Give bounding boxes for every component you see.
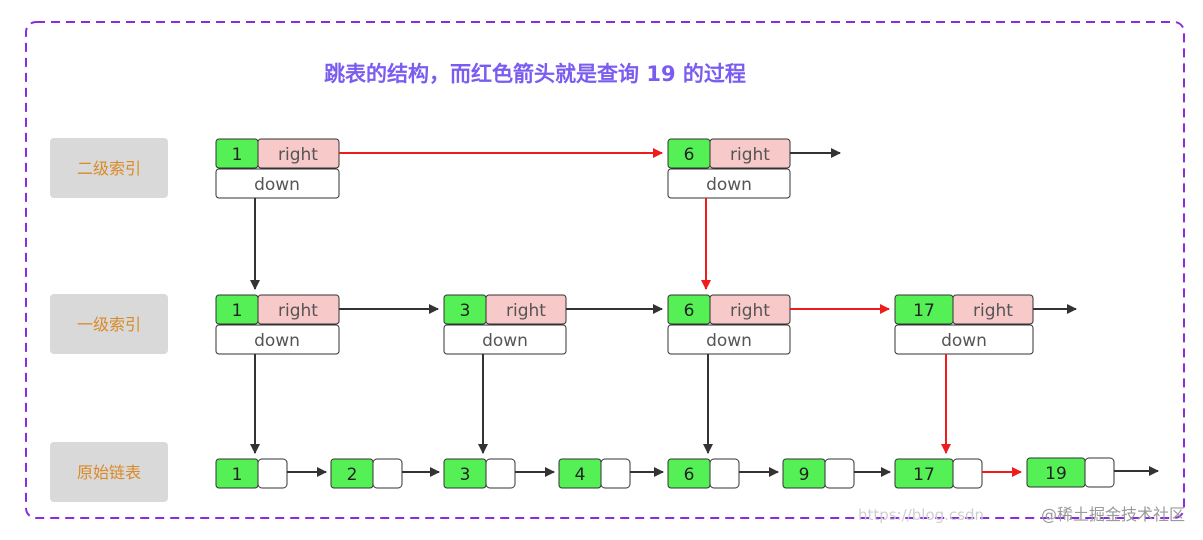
level-label-level2: 二级索引 <box>50 138 168 198</box>
node-key: 3 <box>460 465 471 485</box>
right-pointer-label: right <box>730 301 770 321</box>
level-label-text: 一级索引 <box>77 315 141 334</box>
diagram-title: 跳表的结构，而红色箭头就是查询 19 的过程 <box>324 62 746 86</box>
node-key: 1 <box>232 301 243 321</box>
down-pointer-label: down <box>706 175 752 195</box>
node-key: 1 <box>232 465 243 485</box>
index-node-l1-3: 3 right down <box>443 294 567 355</box>
node-key: 9 <box>799 465 810 485</box>
node-key: 6 <box>684 145 695 165</box>
right-pointer-label: right <box>506 301 546 321</box>
watermark-csdn: https://blog.csdn <box>858 506 984 524</box>
base-node-3: 3 <box>443 458 516 489</box>
node-key: 2 <box>347 465 358 485</box>
level-label-text: 原始链表 <box>77 463 141 482</box>
right-pointer-label: right <box>278 301 318 321</box>
right-pointer-label: right <box>973 301 1013 321</box>
index-node-l2-6: 6 right down <box>667 138 791 199</box>
right-pointer-label: right <box>278 145 318 165</box>
down-pointer-label: down <box>254 331 300 351</box>
index-node-l1-17: 17 right down <box>894 294 1034 355</box>
dashed-frame <box>25 21 1185 519</box>
node-key: 1 <box>232 145 243 165</box>
node-key: 17 <box>913 465 935 485</box>
index-node-l2-1: 1 right down <box>215 138 340 199</box>
node-key: 19 <box>1045 464 1067 484</box>
node-key: 6 <box>684 301 695 321</box>
base-node-19: 19 <box>1026 457 1115 488</box>
node-key: 6 <box>684 465 695 485</box>
node-key: 4 <box>575 465 586 485</box>
level-label-text: 二级索引 <box>77 159 141 178</box>
base-node-17: 17 <box>894 458 983 489</box>
down-pointer-label: down <box>482 331 528 351</box>
index-node-l1-6: 6 right down <box>667 294 791 355</box>
node-key: 17 <box>913 301 935 321</box>
down-pointer-label: down <box>254 175 300 195</box>
down-pointer-label: down <box>941 331 987 351</box>
search-path-arrows <box>339 148 1022 477</box>
base-node-4: 4 <box>558 458 631 489</box>
level-label-base: 原始链表 <box>50 442 168 502</box>
level-label-level1: 一级索引 <box>50 294 168 354</box>
base-node-2: 2 <box>330 458 403 489</box>
watermark-juejin: @稀土掘金技术社区 <box>1041 505 1185 524</box>
down-pointer-label: down <box>706 331 752 351</box>
right-pointer-label: right <box>730 145 770 165</box>
structure-arrows <box>250 148 1159 477</box>
node-key: 3 <box>460 301 471 321</box>
base-node-9: 9 <box>782 458 855 489</box>
base-node-6: 6 <box>667 458 740 489</box>
base-node-1: 1 <box>215 458 288 489</box>
index-node-l1-1: 1 right down <box>215 294 340 355</box>
